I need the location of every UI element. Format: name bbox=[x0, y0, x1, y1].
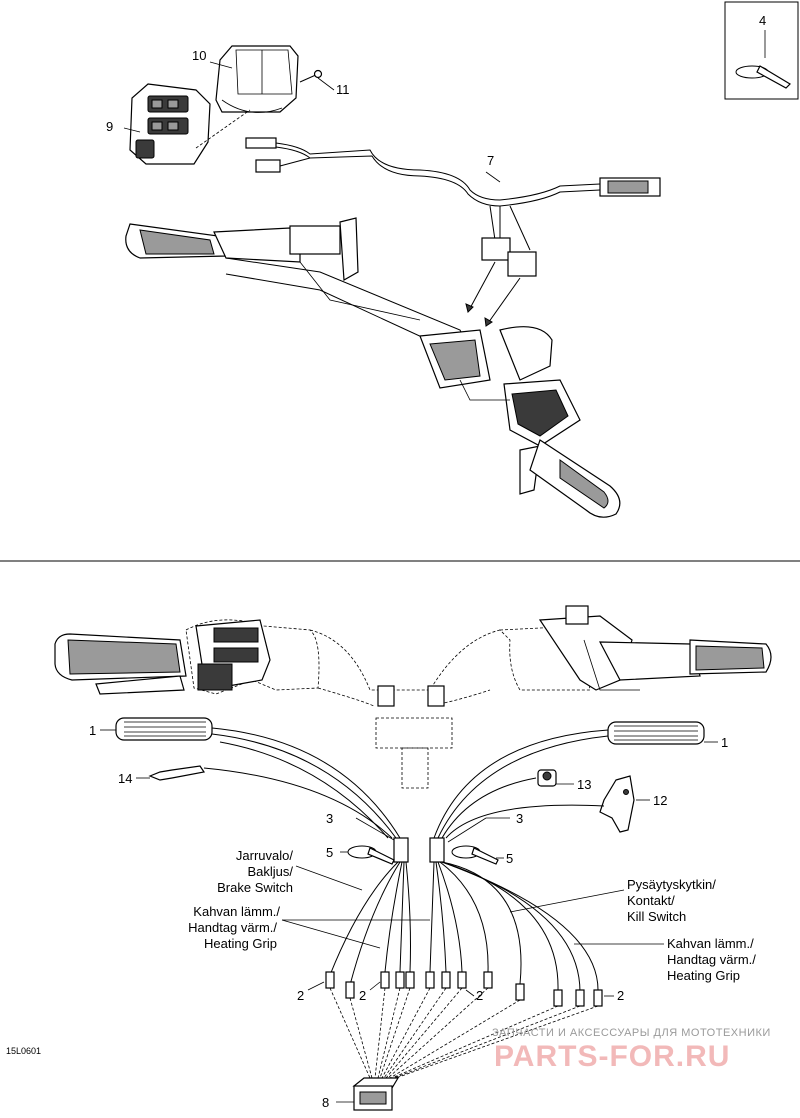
callout-13: 13 bbox=[577, 777, 591, 792]
item-12-bracket: 12 bbox=[599, 775, 667, 833]
callout-2-b: 2 bbox=[359, 988, 366, 1003]
item-14-sensor: 14 bbox=[118, 765, 206, 786]
svg-text:Bakljus/: Bakljus/ bbox=[247, 864, 293, 879]
callout-2-d: 2 bbox=[617, 988, 624, 1003]
svg-text:Brake Switch: Brake Switch bbox=[217, 880, 293, 895]
callout-10: 10 bbox=[192, 48, 206, 63]
watermark: ЗАПЧАСТИ И АКСЕССУАРЫ ДЛЯ МОТОТЕХНИКИ PA… bbox=[492, 1027, 771, 1073]
item-3-leaders: 3 3 bbox=[326, 811, 523, 843]
svg-text:Heating Grip: Heating Grip bbox=[667, 968, 740, 983]
callout-11: 11 bbox=[336, 82, 350, 97]
svg-text:Handtag värm./: Handtag värm./ bbox=[667, 952, 756, 967]
svg-text:Kontakt/: Kontakt/ bbox=[627, 893, 675, 908]
label-heating-grip-left: Kahvan lämm./ Handtag värm./ Heating Gri… bbox=[188, 904, 430, 951]
item-8-connector: 8 bbox=[322, 987, 599, 1111]
callout-14: 14 bbox=[118, 771, 132, 786]
callout-5-right: 5 bbox=[506, 851, 513, 866]
svg-text:Kill Switch: Kill Switch bbox=[627, 909, 686, 924]
handlebar-outline-bottom bbox=[54, 605, 772, 789]
item-1-grip-heaters: 1 1 bbox=[89, 717, 728, 750]
figure-code: 15L0601 bbox=[6, 1046, 41, 1056]
wire-bundle-right bbox=[425, 729, 609, 1007]
item-9-switch-housing: 9 bbox=[106, 83, 251, 165]
watermark-line1: ЗАПЧАСТИ И АКСЕССУАРЫ ДЛЯ МОТОТЕХНИКИ bbox=[492, 1027, 771, 1039]
item-5-cable-ties: 5 5 bbox=[326, 845, 513, 866]
wire-bundle-left bbox=[203, 727, 415, 999]
svg-text:Pysäytyskytkin/: Pysäytyskytkin/ bbox=[627, 877, 716, 892]
callout-3-right: 3 bbox=[516, 811, 523, 826]
callout-8: 8 bbox=[322, 1095, 329, 1110]
callout-2-a: 2 bbox=[297, 988, 304, 1003]
callout-1-right: 1 bbox=[721, 735, 728, 750]
callout-9: 9 bbox=[106, 119, 113, 134]
callout-12: 12 bbox=[653, 793, 667, 808]
callout-4: 4 bbox=[759, 13, 766, 28]
svg-text:Jarruvalo/: Jarruvalo/ bbox=[236, 848, 293, 863]
label-brake-switch: Jarruvalo/ Bakljus/ Brake Switch bbox=[217, 848, 363, 895]
item-4-box: 4 bbox=[724, 1, 799, 100]
label-heating-grip-right: Kahvan lämm./ Handtag värm./ Heating Gri… bbox=[574, 936, 756, 983]
item-10-housing: 10 bbox=[192, 45, 299, 113]
watermark-line2: PARTS-FOR.RU bbox=[494, 1040, 730, 1073]
callout-7: 7 bbox=[487, 153, 494, 168]
label-kill-switch: Pysäytyskytkin/ Kontakt/ Kill Switch bbox=[509, 877, 716, 924]
item-7-harness: 7 bbox=[245, 137, 661, 327]
svg-text:Kahvan lämm./: Kahvan lämm./ bbox=[193, 904, 280, 919]
svg-text:Heating Grip: Heating Grip bbox=[204, 936, 277, 951]
item-11-screw: 11 bbox=[299, 69, 350, 97]
callout-1-left: 1 bbox=[89, 723, 96, 738]
svg-text:Kahvan lämm./: Kahvan lämm./ bbox=[667, 936, 754, 951]
item-13-part: 13 bbox=[537, 769, 591, 792]
callout-3-left: 3 bbox=[326, 811, 333, 826]
callout-5-left: 5 bbox=[326, 845, 333, 860]
handlebar-assembly-top bbox=[125, 217, 621, 518]
svg-text:Handtag värm./: Handtag värm./ bbox=[188, 920, 277, 935]
